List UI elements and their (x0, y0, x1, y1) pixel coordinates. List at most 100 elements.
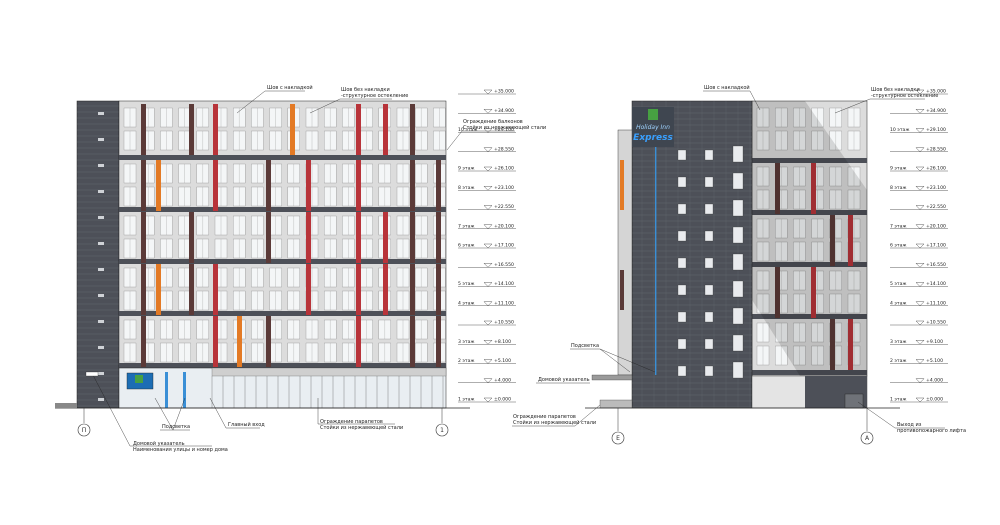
level-floor-name: 3 этаж (458, 339, 475, 345)
label-backlight: Подсветка (571, 343, 599, 349)
level-mark: +11.100 4 этаж (890, 300, 948, 306)
level-mark: +34.900 (458, 108, 516, 114)
side-window (732, 334, 744, 352)
facade-panels (118, 100, 447, 369)
accent-panel (156, 160, 161, 211)
right-elevation: Holiday Inn Express Е А Шов с накладкой … (512, 84, 966, 445)
accent-panels (775, 163, 853, 370)
level-triangle (483, 205, 493, 210)
entry-steps (599, 399, 633, 409)
level-floor-name: 4 этаж (890, 300, 907, 306)
label-line: Стойки из нержавеющей стали (320, 424, 403, 431)
level-value: +16.550 (926, 262, 946, 268)
stair-tower (76, 100, 120, 409)
level-value: +35.000 (926, 89, 946, 95)
side-window (677, 257, 687, 269)
axis-label-left: П (82, 427, 87, 434)
window-grid (756, 107, 861, 366)
side-window (704, 284, 714, 296)
floor-band (119, 207, 446, 212)
floor-band (119, 311, 446, 316)
level-triangle (483, 243, 493, 249)
level-triangle (915, 397, 925, 403)
tower-vent (98, 372, 104, 375)
accent-strip (620, 270, 624, 310)
axis-marker-left (77, 423, 91, 437)
level-floor-name: 4 этаж (458, 300, 475, 306)
level-triangle (915, 89, 925, 95)
side-window (677, 230, 687, 242)
accent-panel (436, 316, 441, 367)
label-line: Наименования улицы и номер дома (133, 447, 228, 453)
level-mark: +10.550 (458, 320, 516, 326)
level-triangle (915, 301, 925, 307)
floor-bands (752, 158, 867, 375)
accent-panel (811, 267, 816, 318)
level-value: +23.100 (494, 185, 514, 191)
label-line: Выход из (897, 422, 922, 428)
accent-panel (189, 104, 194, 155)
accent-panel (237, 316, 242, 367)
level-value: +20.100 (926, 223, 946, 229)
label-line: Ограждение балконов (463, 119, 523, 125)
side-window (677, 176, 687, 188)
level-floor-name: 10 этаж (890, 127, 909, 133)
level-value: +23.100 (926, 185, 946, 191)
dark-side-wall (631, 100, 753, 409)
backlight-line (655, 145, 657, 375)
accent-panel (848, 215, 853, 266)
backlight-post (183, 372, 186, 408)
callout-main-entrance: Главный вход (209, 397, 265, 429)
level-triangle (483, 378, 493, 384)
label-line: Ограждение парапетов (320, 419, 383, 425)
window-grid (123, 107, 446, 363)
level-value: +5.100 (926, 358, 943, 364)
accent-panel (213, 264, 218, 315)
level-value: +26.100 (926, 166, 946, 172)
level-triangle (915, 128, 925, 133)
accent-strip (620, 160, 624, 210)
level-floor-name: 10 этаж (458, 127, 477, 133)
tower-vent (98, 294, 104, 297)
accent-panel (410, 104, 415, 155)
level-value: +11.100 (926, 300, 946, 306)
axis-marker-right (860, 431, 874, 445)
level-floor-name: 9 этаж (458, 166, 475, 172)
side-window (704, 338, 714, 350)
level-triangle (915, 378, 925, 384)
accent-panel (811, 163, 816, 214)
label-seam-overlay: Шов с накладкой (267, 84, 313, 91)
label-main-entrance: Главный вход (228, 421, 265, 428)
level-triangle (915, 147, 925, 153)
accent-panel (383, 104, 388, 155)
level-floor-name: 1 этаж (890, 397, 907, 403)
tower-vent (98, 398, 104, 401)
label-line: Стойки из нержавеющей стали (513, 419, 596, 426)
level-value: +29.100 (494, 127, 514, 133)
side-window (677, 203, 687, 215)
floor-band (752, 262, 867, 267)
accent-panel (356, 160, 361, 211)
side-window (704, 365, 714, 377)
accent-panel (306, 160, 311, 211)
accent-panel (141, 104, 146, 155)
tower-vent (98, 138, 104, 141)
side-window (704, 311, 714, 323)
level-triangle (915, 359, 925, 364)
floor-band (752, 158, 867, 163)
level-triangle (915, 340, 925, 345)
level-triangle (483, 320, 493, 326)
level-value: +16.550 (494, 262, 514, 268)
